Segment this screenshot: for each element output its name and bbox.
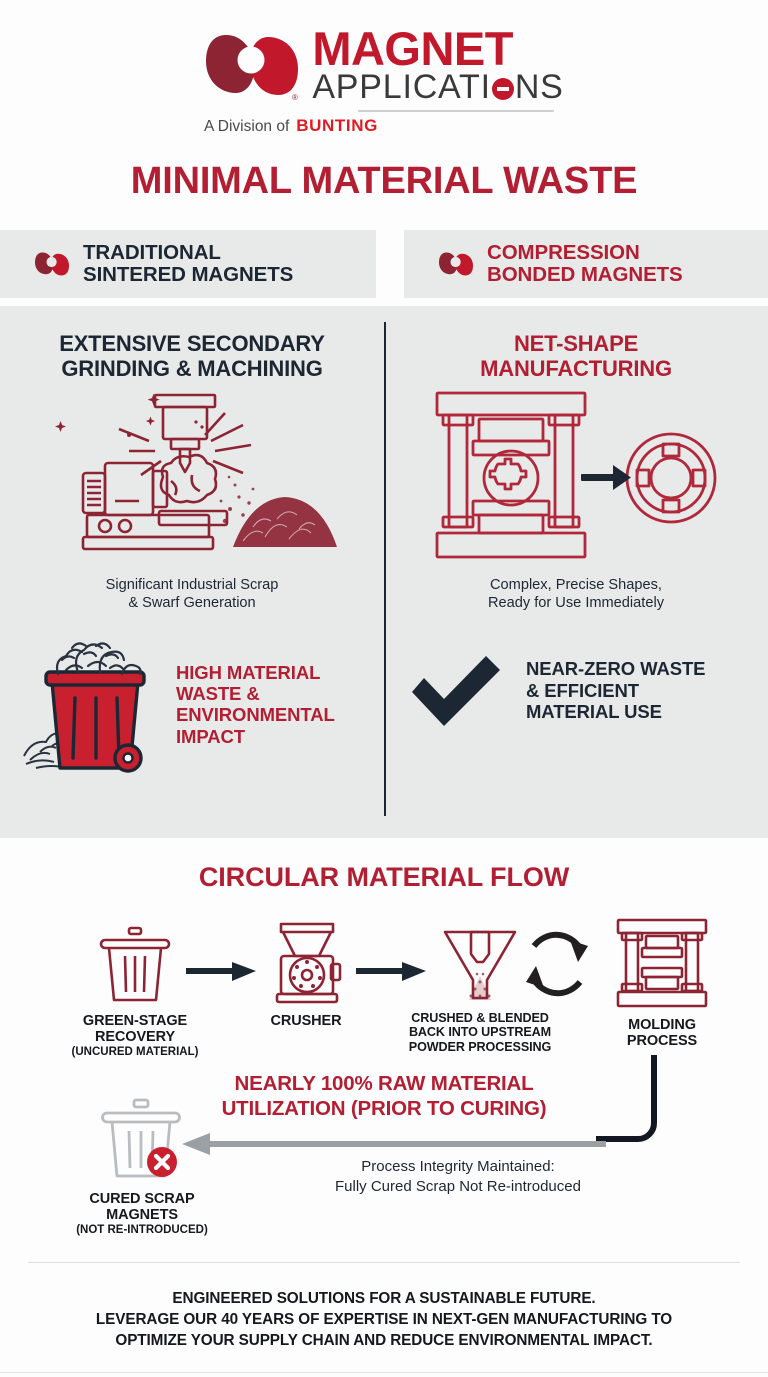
logo-magnet-text: MAGNET (312, 21, 513, 75)
page-title: MINIMAL MATERIAL WASTE (130, 160, 638, 202)
column-traditional: EXTENSIVE SECONDARY GRINDING & MACHINING (0, 306, 384, 838)
left-outcome: HIGH MATERIAL WASTE & ENVIRONMENTAL IMPA… (0, 634, 384, 774)
checkmark-icon (412, 656, 500, 727)
band-compression-bonded: COMPRESSION BONDED MAGNETS (404, 230, 768, 298)
rejected-label: CURED SCRAP MAGNETS (89, 1191, 195, 1224)
rejected-sub: (NOT RE-INTRODUCED) (76, 1224, 208, 1237)
stage-2-label: CRUSHER (270, 1013, 342, 1029)
column-compression: NET-SHAPE MANUFACTURING (384, 306, 768, 838)
compression-press-to-finished-ring-icon (435, 391, 717, 559)
band-left-label: TRADITIONAL SINTERED MAGNETS (83, 241, 294, 286)
swirl-mini-icon (35, 252, 69, 276)
flow-stage-crushed-blended: CRUSHED & BLENDED BACK INTO UPSTREAM POW… (392, 926, 568, 1054)
magnet-applications-swirl-icon: ® (206, 35, 299, 102)
right-outcome-text: NEAR-ZERO WASTE & EFFICIENT MATERIAL USE (526, 658, 706, 723)
recycle-loop-icon (526, 931, 588, 997)
dark-elbow-connector (596, 1055, 657, 1142)
gray-arrow-left-icon (182, 1133, 606, 1155)
trash-bin-icon (99, 926, 171, 1002)
logo-o-dot-icon (491, 77, 514, 100)
swirl-mini-icon (439, 252, 473, 276)
left-outcome-text: HIGH MATERIAL WASTE & ENVIRONMENTAL IMPA… (176, 661, 335, 747)
right-outcome: NEAR-ZERO WASTE & EFFICIENT MATERIAL USE (384, 652, 768, 728)
arrow-right-icon (356, 962, 426, 981)
right-column-heading: NET-SHAPE MANUFACTURING (480, 331, 672, 381)
left-column-heading: EXTENSIVE SECONDARY GRINDING & MACHINING (59, 331, 325, 381)
stage-1-label: GREEN-STAGE RECOVERY (82, 1013, 188, 1046)
right-column-art (384, 382, 768, 572)
cnc-machine-grinding-swarf-pile-icon (55, 393, 337, 551)
process-integrity-note: Process Integrity Maintained: Fully Cure… (335, 1158, 581, 1196)
flow-stage-crusher: CRUSHER (240, 922, 372, 1029)
band-traditional-sintered: TRADITIONAL SINTERED MAGNETS (0, 230, 376, 298)
grayed-trash-bin-with-x-icon (101, 1098, 181, 1178)
flow-stage-cured-scrap-rejected: CURED SCRAP MAGNETS (NOT RE-INTRODUCED) (52, 1098, 232, 1237)
division-prefix: A Division of (204, 118, 290, 135)
svg-text:®: ® (292, 93, 298, 102)
arrow-right-icon (186, 962, 256, 981)
right-column-caption: Complex, Precise Shapes, Ready for Use I… (487, 576, 664, 612)
flow-stage-molding: MOLDING PROCESS (598, 918, 726, 1049)
logo-divider-rule (358, 110, 554, 112)
footer-message: ENGINEERED SOLUTIONS FOR A SUSTAINABLE F… (95, 1290, 673, 1350)
flow-section-title: CIRCULAR MATERIAL FLOW (198, 862, 570, 892)
funnel-blender-icon (443, 930, 517, 1000)
footer-divider (28, 1262, 740, 1263)
column-divider (384, 322, 386, 816)
utilization-callout: NEARLY 100% RAW MATERIAL UTILIZATION (PR… (221, 1072, 547, 1120)
comparison-panel: EXTENSIVE SECONDARY GRINDING & MACHINING (0, 306, 768, 838)
bunting-brand-text: BUNTING (296, 116, 378, 135)
band-right-label: COMPRESSION BONDED MAGNETS (487, 241, 683, 286)
flow-stage-green-recovery: GREEN-STAGE RECOVERY (UNCURED MATERIAL) (60, 926, 210, 1059)
division-line: A Division of BUNTING (204, 116, 564, 136)
stage-3-desc: CRUSHED & BLENDED BACK INTO UPSTREAM POW… (408, 1011, 552, 1054)
overflowing-red-waste-bin-icon (23, 642, 146, 774)
crusher-machine-icon (275, 922, 342, 1004)
stage-4-label: MOLDING PROCESS (626, 1017, 698, 1050)
left-column-caption: Significant Industrial Scrap & Swarf Gen… (105, 576, 279, 612)
page-bottom-rule (0, 1372, 768, 1373)
left-column-art (0, 382, 384, 572)
stage-1-sub: (UNCURED MATERIAL) (71, 1046, 199, 1059)
molding-press-icon (616, 918, 708, 1008)
